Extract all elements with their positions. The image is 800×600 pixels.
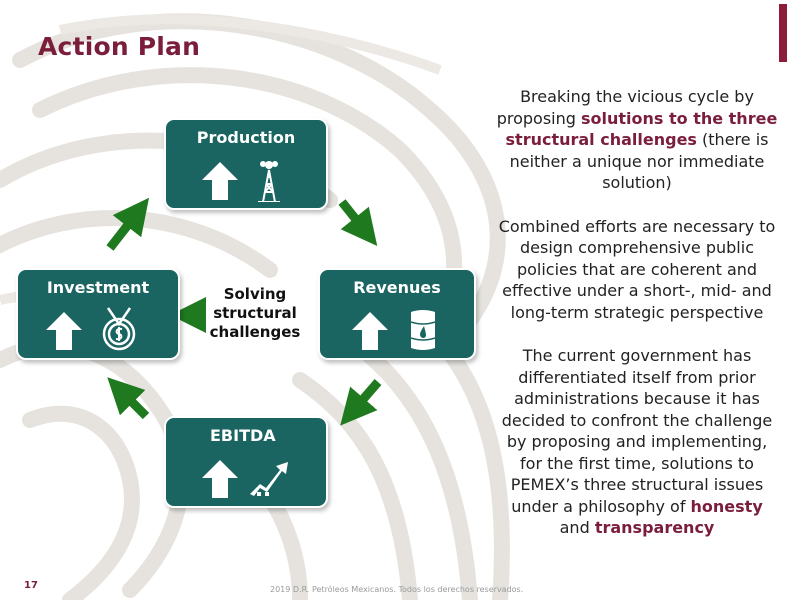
center-label: Solving structural challenges [205,285,305,342]
center-label-line-2: structural [213,304,297,322]
investment-card: Investment [16,268,180,360]
oil-barrel-icon [410,310,436,350]
p1-highlight: solutions to the three structural challe… [505,108,778,150]
revenues-card: Revenues [318,268,476,360]
p3-text-before: The current government has differentiate… [501,346,773,516]
production-card: Production [164,118,328,210]
money-medal-icon [102,307,136,351]
up-arrow-icon [46,312,82,350]
paragraph-3: The current government has differentiate… [496,345,778,539]
investment-label: Investment [46,278,150,297]
growth-chart-icon [250,462,288,496]
text-column: Breaking the vicious cycle by proposing … [496,86,778,561]
page-number: 17 [24,580,38,591]
up-arrow-icon [202,460,238,498]
up-arrow-icon [352,312,388,350]
footer-copyright: 2019 D.R. Petróleos Mexicanos. Todos los… [270,585,524,594]
ebitda-label: EBITDA [210,426,276,445]
production-label: Production [196,128,296,147]
p3-highlight-transparency: transparency [594,518,715,537]
accent-bar [779,4,787,62]
center-label-line-1: Solving [223,285,287,303]
p3-text-mid: and [559,518,595,537]
up-arrow-icon [202,162,238,200]
p3-highlight-honesty: honesty [690,496,763,516]
paragraph-1: Breaking the vicious cycle by proposing … [496,86,778,194]
p1-text-after: (there is neither a unique nor immediate… [509,130,769,192]
page-title: Action Plan [38,32,201,61]
p1-text-before: Breaking the vicious cycle by proposing [496,87,754,128]
paragraph-2: Combined efforts are necessary to design… [498,216,776,322]
revenues-label: Revenues [353,278,441,297]
oil-derrick-icon [258,161,280,202]
center-label-line-3: challenges [209,323,301,341]
ebitda-card: EBITDA [164,416,328,508]
